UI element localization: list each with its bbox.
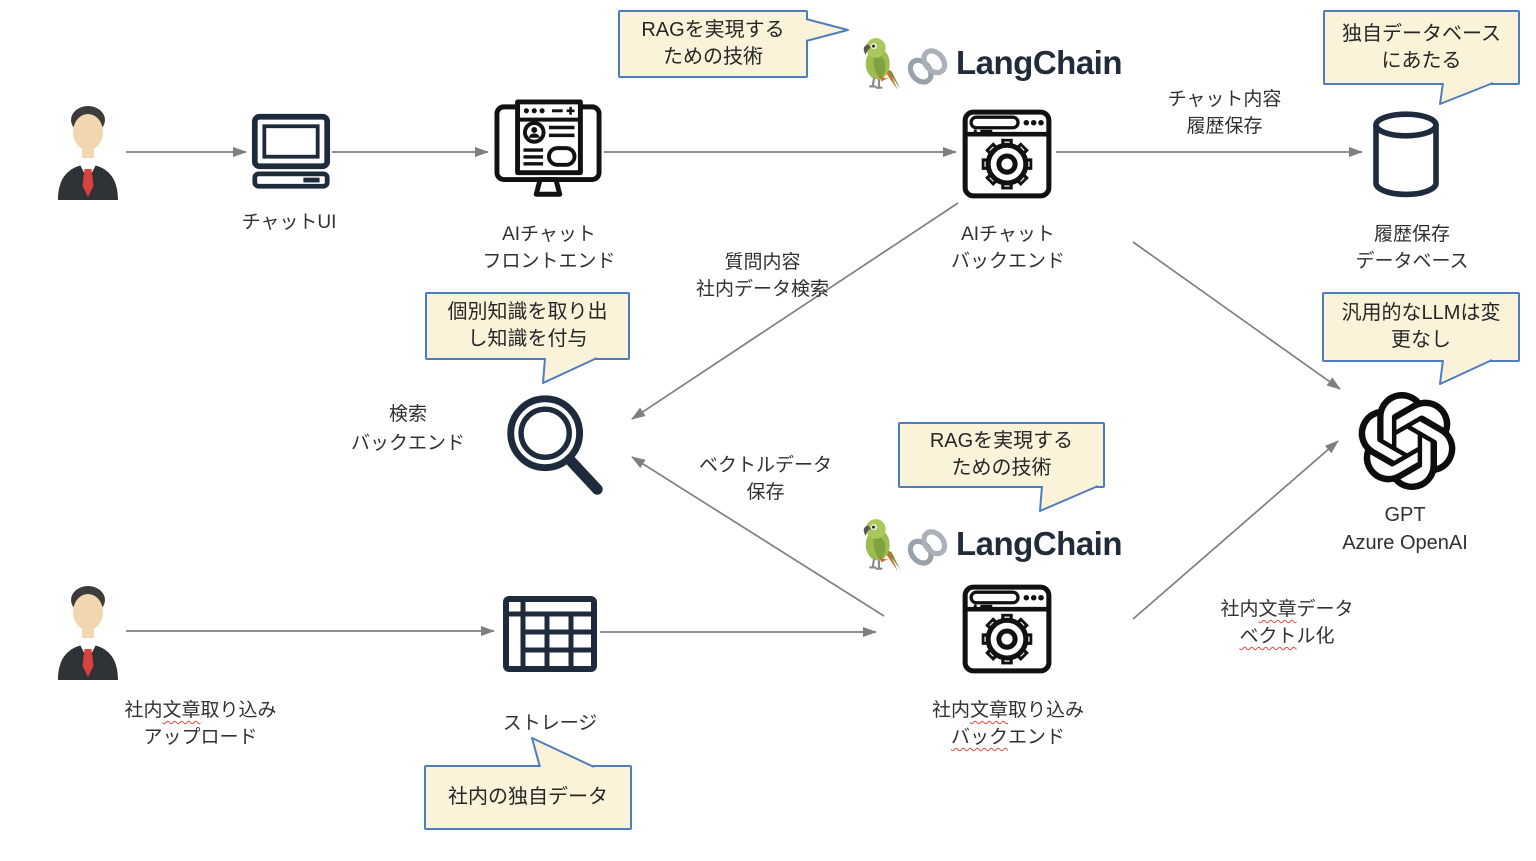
search-magnifier-icon <box>507 395 603 495</box>
edge-label-chat-history: チャット内容 履歴保存 <box>1167 89 1282 137</box>
chain-link-icon <box>907 529 948 566</box>
user-icon <box>58 586 118 680</box>
callout-rag-top: RAGを実現する ための技術 <box>618 10 808 78</box>
parrot-icon <box>863 38 901 91</box>
frontend-label: AIチャット フロントエンド <box>482 224 616 272</box>
doc-upload-label: 社内文章取り込み アップロード <box>124 700 277 748</box>
edge-label-vectorize: 社内文章データ ベクトル化 <box>1220 599 1354 647</box>
chat-ui-monitor-icon <box>251 113 331 189</box>
openai-logo-icon <box>1358 392 1456 490</box>
user-icon <box>58 106 118 200</box>
callout-knowledge: 個別知識を取り出 し知識を付与 <box>425 292 630 360</box>
chain-link-icon <box>907 48 948 85</box>
callout-tail <box>531 737 595 768</box>
arrow-backend-to-openai <box>1132 241 1341 390</box>
langchain-wordmark: LangChain <box>956 525 1123 562</box>
doc-backend-gear-browser-icon <box>962 584 1052 674</box>
langchain-wordmark: LangChain <box>956 44 1123 81</box>
callout-llm: 汎用的なLLMは変 更なし <box>1322 292 1520 362</box>
arrow-docbackend-to-openai <box>1132 440 1339 620</box>
callout-tail <box>805 18 849 42</box>
chat-ui-label: チャットUI <box>241 212 337 233</box>
doc-backend-label: 社内文章取り込み バックエンド <box>931 700 1085 748</box>
frontend-browser-icon <box>494 99 602 197</box>
edge-label-vector-save: ベクトルデータ 保存 <box>698 455 832 503</box>
storage-table-icon <box>503 596 597 672</box>
callout-rag-bottom: RAGを実現する ための技術 <box>898 422 1105 488</box>
history-db-label: 履歴保存 データベース <box>1355 224 1469 272</box>
backend-label: AIチャット バックエンド <box>950 224 1065 272</box>
search-backend-label: 検索 バックエンド <box>350 404 465 454</box>
backend-gear-browser-icon <box>962 109 1052 199</box>
callout-tail <box>542 357 598 384</box>
callout-tail <box>1439 359 1493 385</box>
storage-label: ストレージ <box>502 713 598 734</box>
arrow-backend-to-search <box>631 202 959 420</box>
openai-label: GPT Azure OpenAI <box>1342 504 1468 554</box>
callout-tail <box>1039 485 1099 512</box>
database-icon <box>1373 111 1439 198</box>
parrot-icon <box>863 519 901 572</box>
callout-tail <box>1439 82 1494 105</box>
callout-own-data: 社内の独自データ <box>424 765 632 830</box>
edge-label-question: 質問内容 社内データ検索 <box>695 252 829 300</box>
callout-own-db: 独自データベース にあたる <box>1323 10 1520 85</box>
